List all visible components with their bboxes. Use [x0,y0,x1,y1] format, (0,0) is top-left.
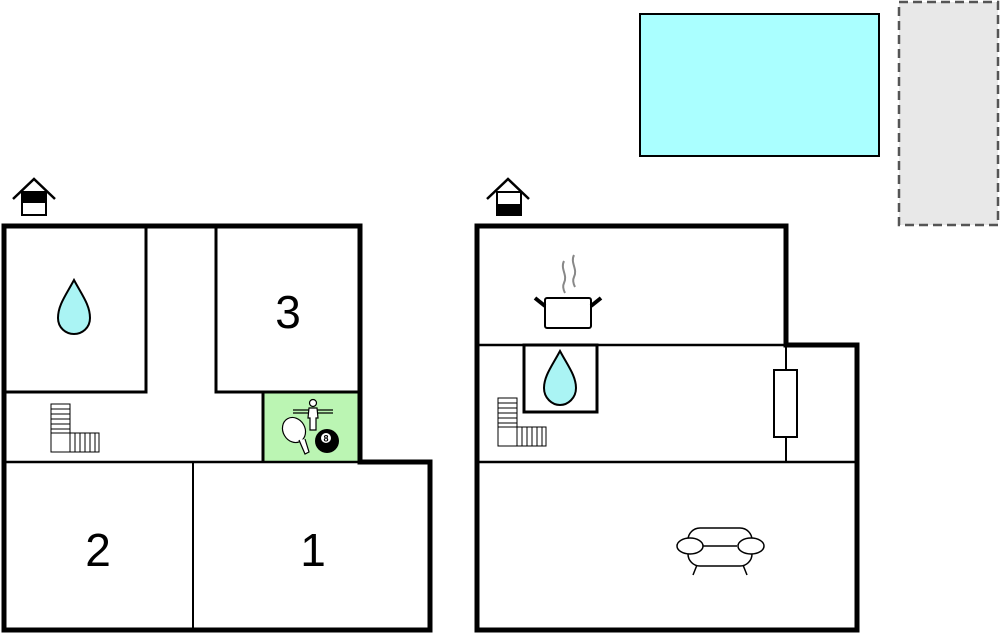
entrance-icon [12,177,56,216]
left-floor: 8 3 2 1 [1,177,433,633]
room-2-label: 2 [85,524,111,576]
room-1-label: 1 [300,524,326,576]
bathroom-water-drop-icon [56,277,92,336]
right-outer-wall [474,223,860,633]
left-outer-wall [1,223,433,633]
room-3-label: 3 [275,286,301,338]
game-room-icon: 8 [281,398,339,455]
billiard-ball-number: 8 [323,434,328,444]
wardrobe-icon [773,369,798,438]
outdoor-area [897,0,1000,227]
kitchen-pot-icon [533,254,603,329]
stairs-icon [50,403,100,453]
bathroom-water-drop-icon [542,348,578,407]
right-floor [474,177,860,633]
pool [639,13,880,157]
entrance-icon [486,177,530,216]
sofa-icon [676,527,765,576]
stairs-icon [497,397,547,447]
